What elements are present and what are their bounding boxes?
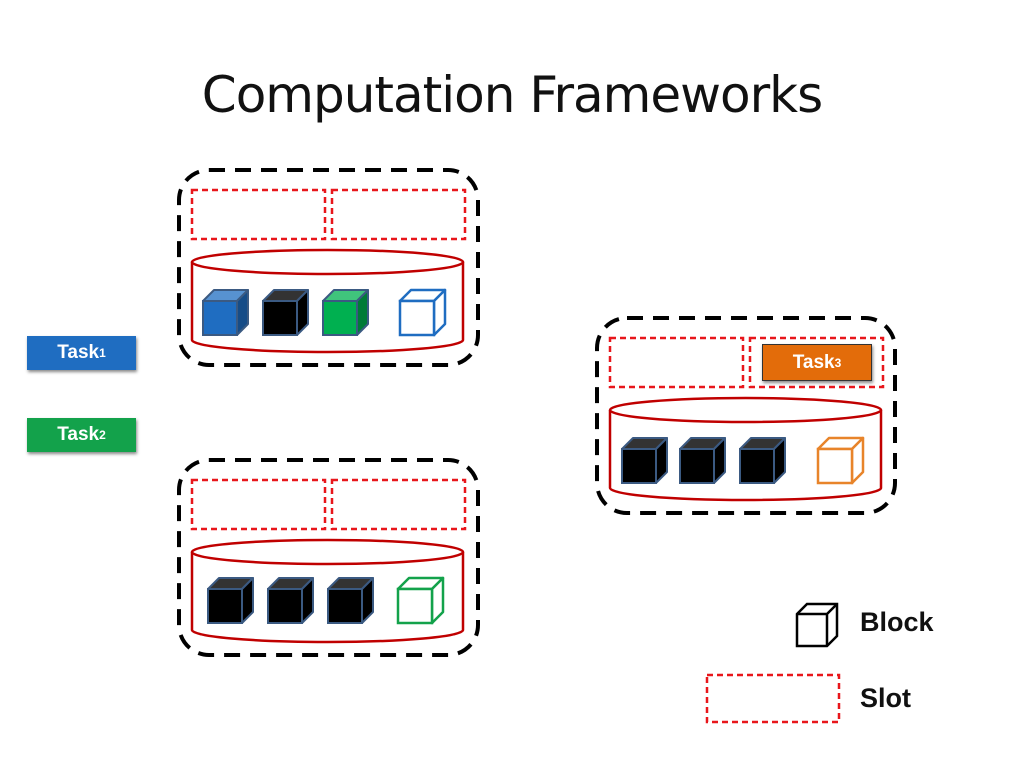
machine-1-block-3-green [322, 289, 369, 336]
machine-2-block-1-black [207, 577, 254, 624]
machine-3-box [595, 316, 897, 515]
machine-1-block-4-blue-outline [398, 288, 447, 337]
machine-1-block-2-black [262, 289, 309, 336]
machine-1-slot-1 [190, 188, 327, 241]
machine-1-box [177, 168, 480, 367]
task-1-sub: 1 [99, 346, 106, 360]
machine-2-block-4-green-outline [396, 576, 445, 625]
task-3-sub: 3 [834, 355, 842, 370]
slide-title: Computation Frameworks [201, 66, 823, 124]
machine-2-box [177, 458, 480, 657]
machine-3-block-1-black [621, 437, 668, 484]
legend-block-icon [795, 602, 839, 648]
machine-3-slot-1 [608, 336, 745, 389]
task-2-label: Task [57, 424, 100, 445]
machine-2-block-2-black [267, 577, 314, 624]
task-3-label: Task [792, 351, 835, 373]
machine-3-block-4-orange-outline [816, 436, 865, 485]
machine-2-slot-2 [330, 478, 467, 531]
machine-1-block-1-blue [202, 289, 249, 336]
machine-1-slot-2 [330, 188, 467, 241]
machine-1-disk-top [190, 248, 465, 276]
task-1-label: Task [57, 342, 100, 363]
legend-slot-label: Slot [860, 683, 911, 713]
legend-block-label: Block [860, 607, 934, 637]
machine-3-disk-top [608, 396, 883, 424]
machine-3-block-2-black [679, 437, 726, 484]
machine-2-disk-top [190, 538, 465, 566]
machine-2-block-3-black [327, 577, 374, 624]
machine-3-block-3-black [739, 437, 786, 484]
task-2-sub: 2 [99, 428, 106, 442]
legend-slot-swatch [705, 673, 841, 724]
machine-2-slot-1 [190, 478, 327, 531]
